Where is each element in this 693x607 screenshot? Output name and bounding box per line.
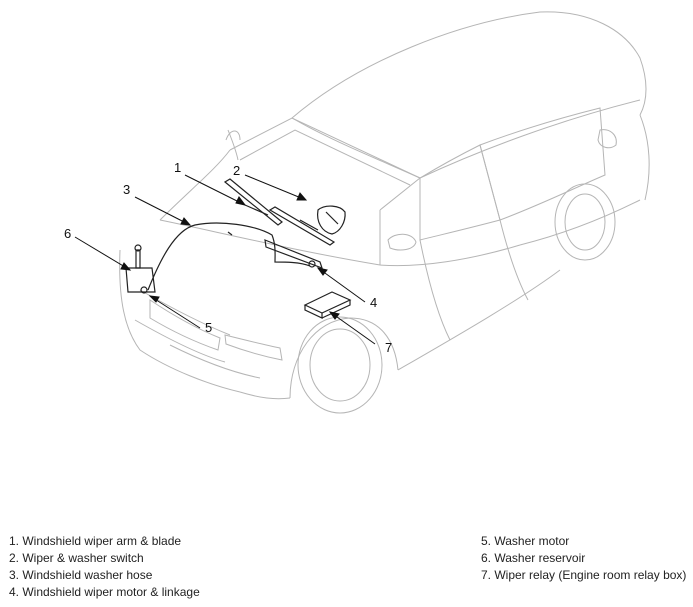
callout-6: 6 [64,226,71,241]
washer-hose-line [147,222,311,291]
car-wiper-system-diagram: 1 2 3 4 5 6 7 [64,11,650,414]
callout-4: 4 [370,295,377,310]
wiper-blade-left [223,178,283,226]
legend-item-3: 3. Windshield washer hose [9,568,153,582]
legend-item-6: 6. Washer reservoir [481,551,586,565]
washer-motor-part [140,286,148,294]
callout-numbers: 1 2 3 4 5 6 7 [64,160,392,355]
wiper-blade-right [268,206,336,246]
legend-left-column: 1. Windshield wiper arm & blade 2. Wiper… [9,533,200,601]
legend-item-4: 4. Windshield wiper motor & linkage [9,585,200,599]
callout-7: 7 [385,340,392,355]
washer-reservoir-part [125,267,156,293]
legend-item-1: 1. Windshield wiper arm & blade [9,534,182,548]
legend-item-7: 7. Wiper relay (Engine room relay box) [481,568,687,582]
relay-box [303,291,352,314]
washer-switch-part [317,205,346,235]
car-outline [119,11,650,414]
legend-item-5: 5. Washer motor [481,534,570,548]
callout-3: 3 [123,182,130,197]
wiper-motor [264,239,323,270]
legend-right-column: 5. Washer motor 6. Washer reservoir 7. W… [481,533,686,584]
callout-5: 5 [205,320,212,335]
callout-2: 2 [233,163,240,178]
legend-item-2: 2. Wiper & washer switch [9,551,144,565]
callout-1: 1 [174,160,181,175]
leader-lines [74,174,376,345]
